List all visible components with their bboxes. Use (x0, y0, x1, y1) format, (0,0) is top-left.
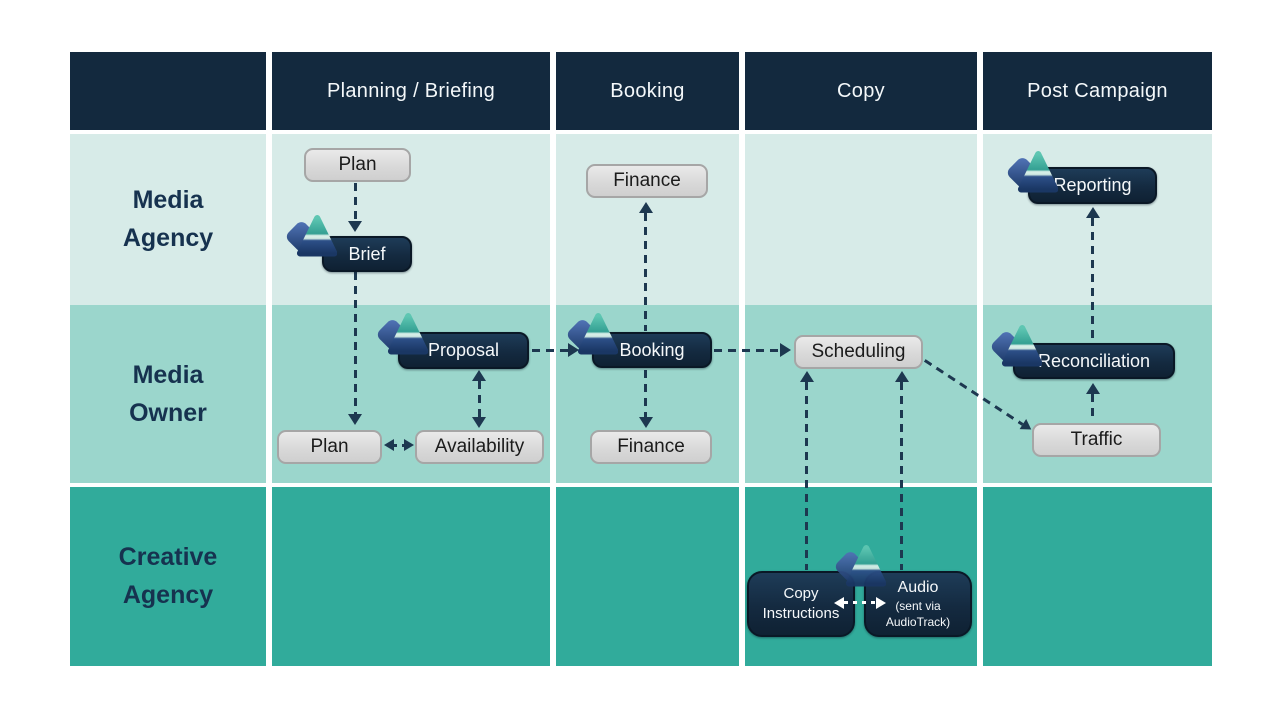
node-availability: Availability (415, 430, 544, 464)
lane-label-media-agency: Media Agency (70, 134, 266, 305)
node-audio-line: (sent via (895, 599, 941, 613)
row-divider (70, 483, 1212, 487)
node-plan-media-owner: Plan (277, 430, 382, 464)
diamond-mountain-logo-icon (988, 320, 1042, 376)
node-copy-instructions-line: Copy (783, 584, 819, 602)
arrow-audio-to-scheduling (900, 382, 903, 570)
arrow-proposal-to-booking (532, 349, 568, 352)
arrowhead-right-icon (876, 597, 886, 609)
diamond-mountain-logo-icon (1004, 146, 1058, 202)
arrowhead-left-icon (384, 439, 394, 451)
lane-label-line: Creative (118, 543, 218, 571)
arrowhead-up-icon (800, 371, 814, 382)
lane-label-line: Owner (129, 398, 207, 427)
node-plan-media-agency: Plan (304, 148, 411, 182)
node-finance-media-owner: Finance (590, 430, 712, 464)
arrowhead-right-icon (568, 343, 579, 357)
column-header-copy: Copy (837, 79, 885, 102)
arrow-copy-audio (844, 601, 876, 604)
arrow-booking-to-scheduling (714, 349, 780, 352)
arrowhead-down-icon (348, 414, 362, 425)
arrow-traffic-to-reconciliation (1091, 394, 1094, 422)
diamond-mountain-logo-icon (374, 308, 428, 364)
lane-creative-agency (70, 487, 1212, 666)
arrowhead-down-icon (639, 417, 653, 428)
column-divider (266, 52, 272, 666)
header-band (70, 52, 1212, 130)
arrow-plan-to-brief (354, 183, 357, 221)
diamond-mountain-logo-icon (832, 540, 886, 596)
arrowhead-up-icon (1086, 383, 1100, 394)
node-audio-line: AudioTrack) (885, 615, 951, 629)
lane-label-line: Media (132, 186, 204, 214)
lane-label-media-owner: Media Owner (70, 305, 266, 483)
lane-label-line: Agency (122, 581, 214, 609)
arrowhead-up-icon (895, 371, 909, 382)
arrow-booking-to-finance-ma (644, 213, 647, 331)
arrow-plan-availability (394, 444, 404, 447)
arrowhead-up-icon (639, 202, 653, 213)
column-divider (550, 52, 556, 666)
arrow-brief-to-plan (354, 272, 357, 414)
arrowhead-down-icon (348, 221, 362, 232)
column-divider (977, 52, 983, 666)
node-copy-instructions-line: Instructions (762, 604, 840, 622)
column-header-planning-briefing: Planning / Briefing (326, 79, 496, 102)
column-header-booking: Booking (610, 79, 685, 102)
arrowhead-up-icon (472, 370, 486, 381)
arrow-copy-to-scheduling (805, 382, 808, 570)
lane-label-line: Agency (122, 224, 214, 252)
row-divider (70, 130, 1212, 134)
node-scheduling: Scheduling (794, 335, 923, 369)
arrow-proposal-availability (478, 381, 481, 417)
lane-label-creative-agency: Creative Agency (70, 487, 266, 666)
arrow-reconciliation-to-reporting (1091, 218, 1094, 342)
arrow-booking-to-finance-mo (644, 370, 647, 417)
arrowhead-left-icon (834, 597, 844, 609)
arrowhead-down-icon (472, 417, 486, 428)
arrowhead-right-icon (404, 439, 414, 451)
node-audio-line: Audio (897, 579, 939, 596)
node-traffic: Traffic (1032, 423, 1161, 457)
arrowhead-up-icon (1086, 207, 1100, 218)
diamond-mountain-logo-icon (564, 308, 618, 364)
diamond-mountain-logo-icon (283, 210, 337, 266)
lane-label-line: Media (132, 360, 204, 389)
node-finance-media-agency: Finance (586, 164, 708, 198)
arrowhead-right-icon (780, 343, 791, 357)
node-brief: Brief (322, 236, 412, 272)
column-header-post-campaign: Post Campaign (1027, 79, 1168, 102)
column-divider (739, 52, 745, 666)
